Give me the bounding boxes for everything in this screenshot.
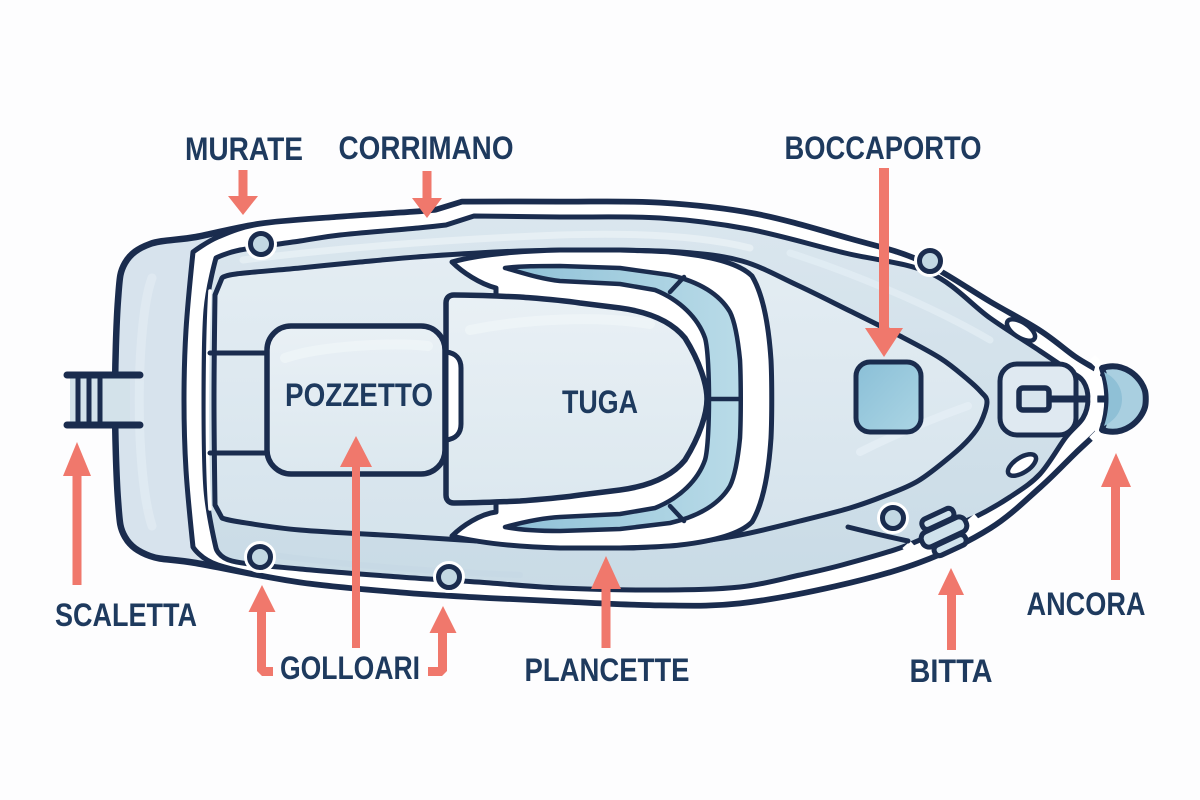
svg-text:POZZETTO: POZZETTO <box>285 377 433 413</box>
svg-text:ANCORA: ANCORA <box>1027 586 1146 622</box>
svg-text:TUGA: TUGA <box>562 384 638 420</box>
svg-text:BITTA: BITTA <box>910 653 993 689</box>
svg-text:SCALETTA: SCALETTA <box>55 597 197 633</box>
svg-text:PLANCETTE: PLANCETTE <box>525 652 690 688</box>
svg-text:CORRIMANO: CORRIMANO <box>339 130 514 166</box>
svg-text:GOLLOARI: GOLLOARI <box>280 650 420 686</box>
svg-text:MURATE: MURATE <box>185 131 303 167</box>
svg-text:BOCCAPORTO: BOCCAPORTO <box>785 130 982 166</box>
